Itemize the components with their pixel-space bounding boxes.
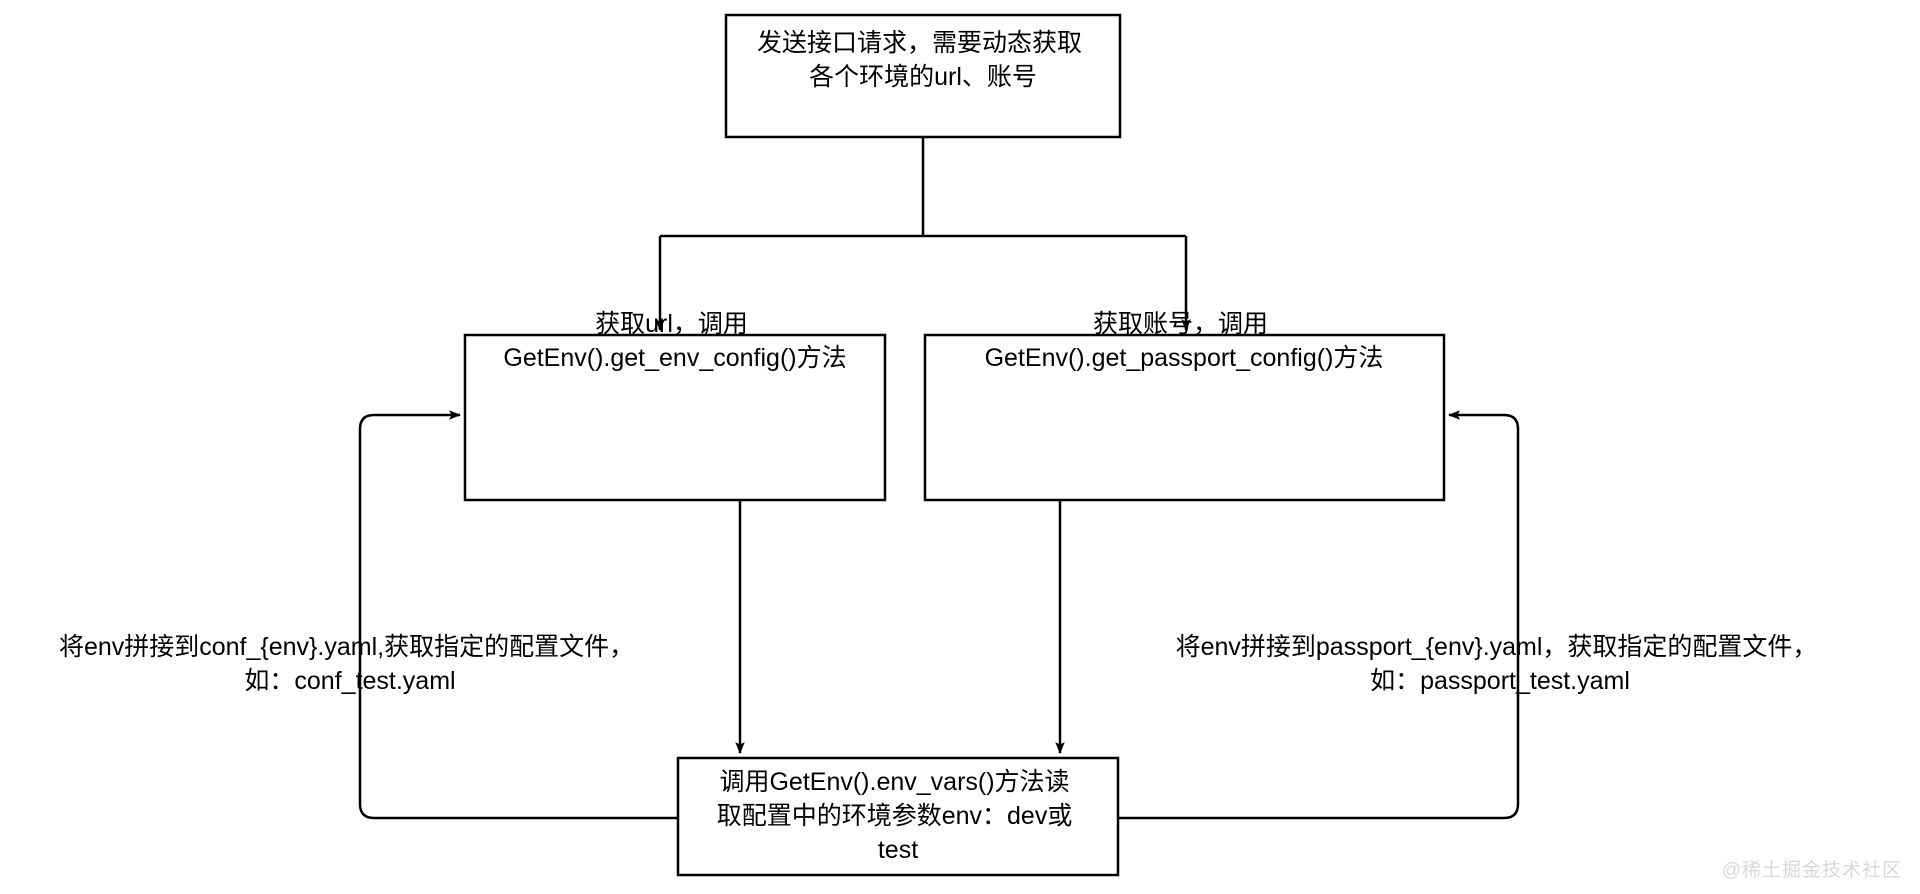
node-layer: 发送接口请求，需要动态获取 各个环境的url、账号 获取url，调用 GetEn… [463,13,1446,877]
watermark-label: @稀土掘金技术社区 [1721,860,1902,881]
edge-layer [358,137,1520,820]
node-env-vars-box[interactable] [676,756,1120,877]
edge-env-vars-to-get-url [358,410,678,820]
node-get-passport-label: 获取账号，调用 GetEnv().get_passport_config()方法 [985,310,1384,372]
node-start-label: 发送接口请求，需要动态获取 各个环境的url、账号 [757,29,1089,91]
node-get-passport[interactable]: 获取账号，调用 GetEnv().get_passport_config()方法 [923,310,1446,502]
node-get-url-box[interactable] [463,333,887,502]
edge-label-layer: 将env拼接到conf_{env}.yaml,获取指定的配置文件， 如：conf… [59,633,1825,695]
node-get-url[interactable]: 获取url，调用 GetEnv().get_env_config()方法 [463,310,887,502]
node-start-box[interactable] [724,13,1122,139]
node-start[interactable]: 发送接口请求，需要动态获取 各个环境的url、账号 [724,13,1122,139]
edge-label-left: 将env拼接到conf_{env}.yaml,获取指定的配置文件， 如：conf… [59,633,641,695]
node-env-vars[interactable]: 调用GetEnv().env_vars()方法读 取配置中的环境参数env：de… [676,756,1120,877]
node-env-vars-label: 调用GetEnv().env_vars()方法读 取配置中的环境参数env：de… [717,768,1080,864]
node-get-url-label: 获取url，调用 GetEnv().get_env_config()方法 [503,310,846,372]
edge-label-right: 将env拼接到passport_{env}.yaml，获取指定的配置文件， 如：… [1176,633,1825,695]
node-get-passport-box[interactable] [923,333,1446,502]
edge-env-vars-to-get-passport [1118,410,1520,820]
